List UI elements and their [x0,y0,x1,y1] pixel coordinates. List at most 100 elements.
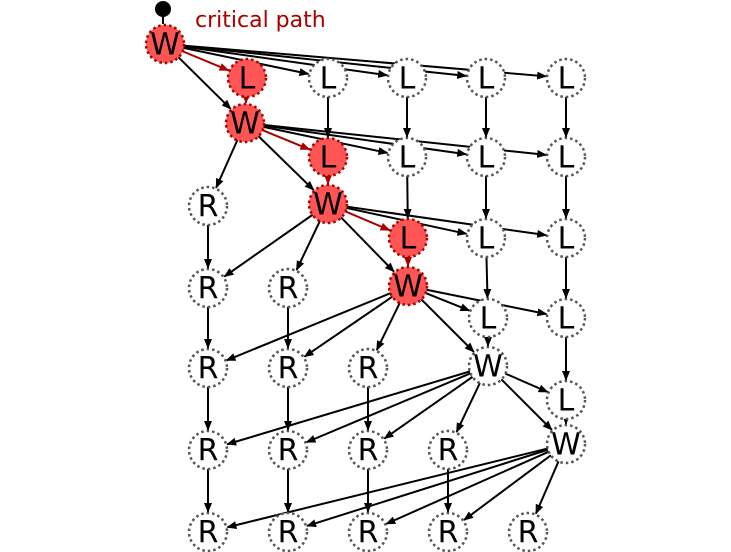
edge-w5-r44 [455,380,482,433]
node-w3: W [307,183,349,225]
node-label: L [478,222,495,257]
node-r41: R [187,429,229,471]
node-l34: L [465,217,507,259]
node-label: L [558,62,575,97]
node-label: L [239,62,256,97]
edge-w2-l22 [260,128,311,151]
node-label: L [399,141,416,176]
edge-w3-r22 [295,218,322,271]
node-l15: L [545,57,587,99]
node-r55: R [507,511,549,552]
node-r54: R [427,511,469,552]
node-l12: L [307,57,349,99]
edge-w5-w6 [499,377,553,431]
node-label: R [438,434,459,469]
edge-w1-w2 [176,55,232,110]
node-label: L [480,302,497,337]
node-r22: R [267,267,309,309]
edge-w4-w5 [419,297,475,353]
edge-w2-w3 [256,134,315,191]
node-l23: L [386,136,428,178]
node-label: R [358,352,379,387]
node-r53: R [347,511,389,552]
node-l24: L [465,136,507,178]
node-circle [307,57,349,99]
node-l45: L [545,297,587,339]
edge-l34-l44 [483,254,492,300]
node-circle [465,217,507,259]
edge-w3-w4 [339,215,395,273]
node-label: R [198,190,219,225]
node-circle [427,429,469,471]
node-label: R [198,516,219,551]
node-label: L [558,384,575,419]
node-label: L [478,141,495,176]
node-circle [347,511,389,552]
node-r51: R [187,511,229,552]
node-circle [187,185,229,227]
node-circle [545,297,587,339]
edge-w5-r42 [305,371,473,444]
node-circle [307,136,349,178]
node-l55: L [545,379,587,421]
node-l13: L [386,57,428,99]
edge-w2-r1 [215,138,239,189]
node-label: R [278,272,299,307]
node-w2: W [224,102,266,144]
edge-w3-l35 [344,205,548,238]
node-circle [307,183,349,225]
node-circle [545,57,587,99]
node-circle [465,136,507,178]
edge-w5-r41 [226,369,473,446]
node-circle [545,217,587,259]
node-label: R [198,352,219,387]
node-label: W [473,350,503,385]
edge-w5-r43 [383,374,475,440]
legend: critical path [155,1,326,33]
edge-w4-l44 [423,291,471,312]
node-label: L [558,141,575,176]
node-w5: W [467,345,509,387]
node-circle [387,217,429,259]
node-circle [386,57,428,99]
node-l25: L [545,136,587,178]
node-label: L [400,222,417,257]
node-circle [467,345,509,387]
node-r43: R [347,429,389,471]
node-w1: W [144,23,186,65]
node-label: R [358,516,379,551]
edge-w4-r32 [303,294,395,358]
edge-w2-l24 [261,124,468,157]
node-circle [144,23,186,65]
node-label: L [399,62,416,97]
node-w4: W [387,265,429,307]
node-r52: R [267,511,309,552]
node-label: W [551,428,581,463]
node-label: L [478,62,495,97]
legend-label: critical path [195,8,326,33]
edge-w6-r51 [226,447,550,529]
edge-w4-r31 [225,291,393,362]
edge-w6-r52 [306,448,551,528]
node-label: L [558,222,575,257]
node-label: R [438,516,459,551]
edge-w1-l11 [180,49,230,72]
node-circle [386,136,428,178]
node-circle [507,511,549,552]
node-l11: L [226,57,268,99]
node-label: R [518,516,539,551]
node-r33: R [347,347,389,389]
node-label: L [320,62,337,97]
node-label: W [230,107,260,142]
node-l22: L [307,136,349,178]
node-circle [187,429,229,471]
node-label: L [320,141,337,176]
edge-w6-r54 [463,453,553,521]
node-label: R [278,516,299,551]
node-r31: R [187,347,229,389]
node-label: R [278,352,299,387]
node-l33: L [387,217,429,259]
node-circle [267,429,309,471]
